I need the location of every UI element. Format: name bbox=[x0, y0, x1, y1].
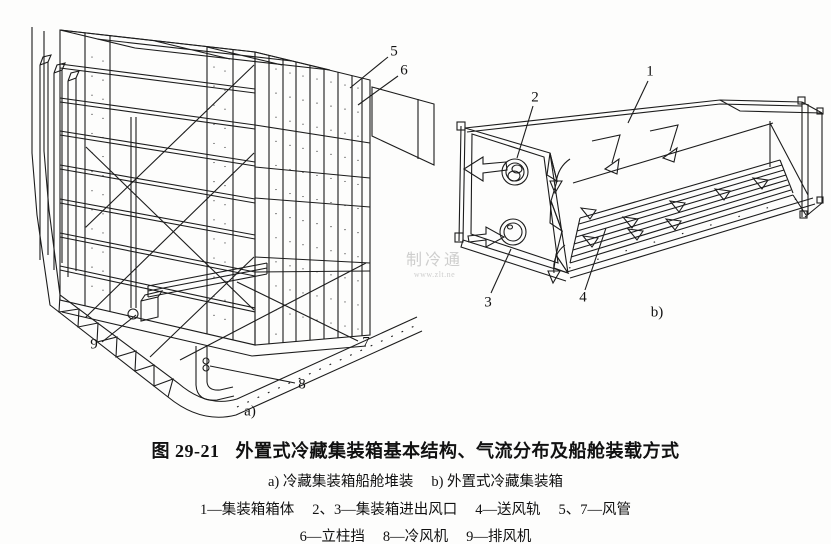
subfigure-captions: a) 冷藏集装箱船舱堆装 b) 外置式冷藏集装箱 bbox=[0, 470, 831, 491]
label-9: 9 bbox=[90, 336, 98, 353]
label-7: 7 bbox=[362, 334, 370, 351]
legend-item: 2、3—集装箱进出风口 bbox=[312, 502, 458, 518]
figure-title: 外置式冷藏集装箱基本结构、气流分布及船舱装载方式 bbox=[235, 441, 680, 461]
label-3: 3 bbox=[484, 294, 492, 311]
diagram-a-drawing bbox=[31, 27, 435, 418]
legend-row-2: 6—立柱挡 8—冷风机 9—排风机 bbox=[0, 525, 831, 544]
label-6: 6 bbox=[400, 62, 408, 79]
subfigure-b-caption: b) 外置式冷藏集装箱 bbox=[431, 474, 564, 490]
label-4: 4 bbox=[579, 289, 587, 306]
label-8: 8 bbox=[298, 376, 306, 393]
diagram-a-ship-hold: 5 6 7 8 9 a) bbox=[10, 5, 435, 430]
legend-item: 8—冷风机 bbox=[382, 529, 449, 544]
legend-item: 1—集装箱箱体 bbox=[200, 502, 295, 518]
legend-item: 6—立柱挡 bbox=[299, 529, 365, 544]
label-1: 1 bbox=[646, 63, 654, 80]
subfigure-a-marker: a) bbox=[244, 403, 256, 420]
legend-item: 4—送风轨 bbox=[475, 502, 541, 518]
subfigure-b-marker: b) bbox=[650, 304, 664, 321]
figure-caption: 图 29-21 外置式冷藏集装箱基本结构、气流分布及船舱装载方式 a) 冷藏集装箱… bbox=[0, 437, 831, 544]
figure-number: 图 29-21 bbox=[151, 441, 220, 461]
legend-item: 5、7—风管 bbox=[558, 502, 632, 518]
diagram-b-drawing bbox=[454, 80, 824, 294]
legend-row-1: 1—集装箱箱体 2、3—集装箱进出风口 4—送风轨 5、7—风管 bbox=[0, 498, 831, 519]
diagram-b-reefer-container: 1 2 3 4 b) bbox=[430, 35, 830, 325]
figure-title-line: 图 29-21 外置式冷藏集装箱基本结构、气流分布及船舱装载方式 bbox=[0, 437, 831, 463]
legend-item: 9—排风机 bbox=[466, 529, 532, 544]
subfigure-a-caption: a) 冷藏集装箱船舱堆装 bbox=[267, 474, 414, 490]
label-5: 5 bbox=[390, 43, 398, 60]
label-2: 2 bbox=[531, 89, 539, 106]
